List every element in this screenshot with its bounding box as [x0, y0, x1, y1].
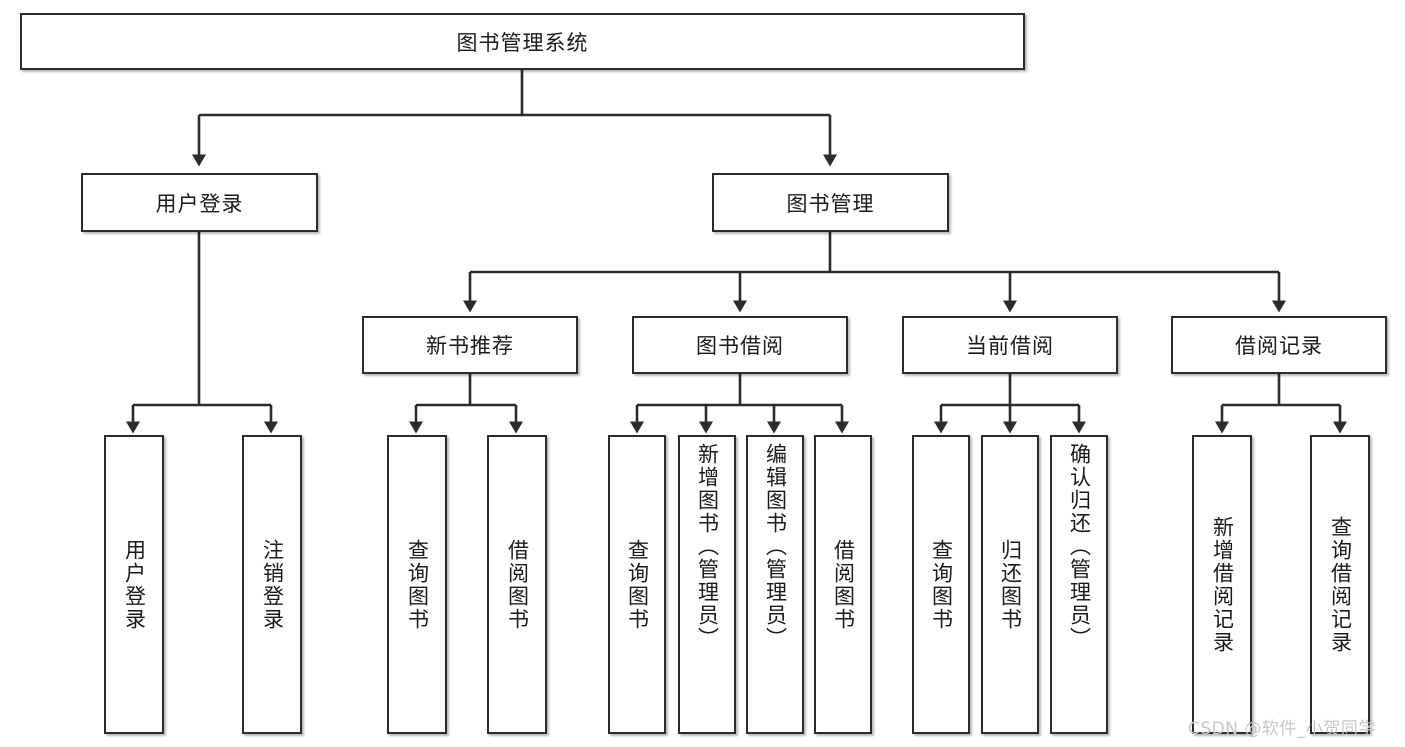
node-current-borrow[interactable]: 当前借阅	[902, 316, 1118, 374]
watermark-text: CSDN @软件_小贺同学	[1188, 719, 1376, 739]
node-leaf-borrow-book[interactable]: 借阅图书	[814, 435, 872, 734]
node-leaf-query-book-borrow[interactable]: 查询图书	[608, 435, 666, 734]
node-new-book-recommend[interactable]: 新书推荐	[362, 316, 578, 374]
node-root-system[interactable]: 图书管理系统	[20, 13, 1025, 70]
node-label: 注销登录	[260, 538, 285, 631]
node-borrow-record[interactable]: 借阅记录	[1171, 316, 1387, 374]
node-label: 查询借阅记录	[1328, 515, 1353, 654]
node-label: 归还图书	[998, 538, 1023, 631]
node-leaf-return-book[interactable]: 归还图书	[981, 435, 1039, 734]
node-leaf-query-book-current[interactable]: 查询图书	[912, 435, 970, 734]
node-leaf-user-logout[interactable]: 注销登录	[242, 435, 302, 734]
node-book-borrow[interactable]: 图书借阅	[632, 316, 848, 374]
node-book-management[interactable]: 图书管理	[712, 173, 949, 232]
node-label: 用户登录	[122, 538, 147, 631]
node-label: 图书管理	[786, 191, 875, 216]
node-leaf-add-borrow-record[interactable]: 新增借阅记录	[1192, 435, 1252, 734]
node-label: 新增借阅记录	[1210, 515, 1235, 654]
node-label: 确认归还（管理员）	[1067, 443, 1092, 650]
node-user-login[interactable]: 用户登录	[81, 173, 318, 232]
node-label: 查询图书	[625, 538, 650, 631]
node-label: 新书推荐	[426, 334, 514, 358]
node-label: 查询图书	[405, 538, 430, 631]
node-label: 用户登录	[155, 191, 244, 216]
node-label: 查询图书	[929, 538, 954, 631]
node-label: 编辑图书（管理员）	[763, 443, 788, 650]
node-label: 借阅图书	[505, 538, 530, 631]
node-leaf-confirm-return-admin[interactable]: 确认归还（管理员）	[1050, 435, 1108, 734]
node-label: 借阅图书	[831, 538, 856, 631]
node-leaf-edit-book-admin[interactable]: 编辑图书（管理员）	[746, 435, 804, 734]
node-label: 借阅记录	[1235, 334, 1323, 358]
node-leaf-query-borrow-record[interactable]: 查询借阅记录	[1310, 435, 1370, 734]
node-label: 图书借阅	[696, 334, 784, 358]
node-label: 图书管理系统	[456, 30, 589, 55]
node-leaf-borrow-book-recommend[interactable]: 借阅图书	[487, 435, 547, 734]
node-label: 新增图书（管理员）	[695, 443, 720, 650]
node-leaf-user-login[interactable]: 用户登录	[104, 435, 164, 734]
node-leaf-query-book-recommend[interactable]: 查询图书	[387, 435, 447, 734]
node-leaf-add-book-admin[interactable]: 新增图书（管理员）	[678, 435, 736, 734]
node-label: 当前借阅	[966, 334, 1054, 358]
